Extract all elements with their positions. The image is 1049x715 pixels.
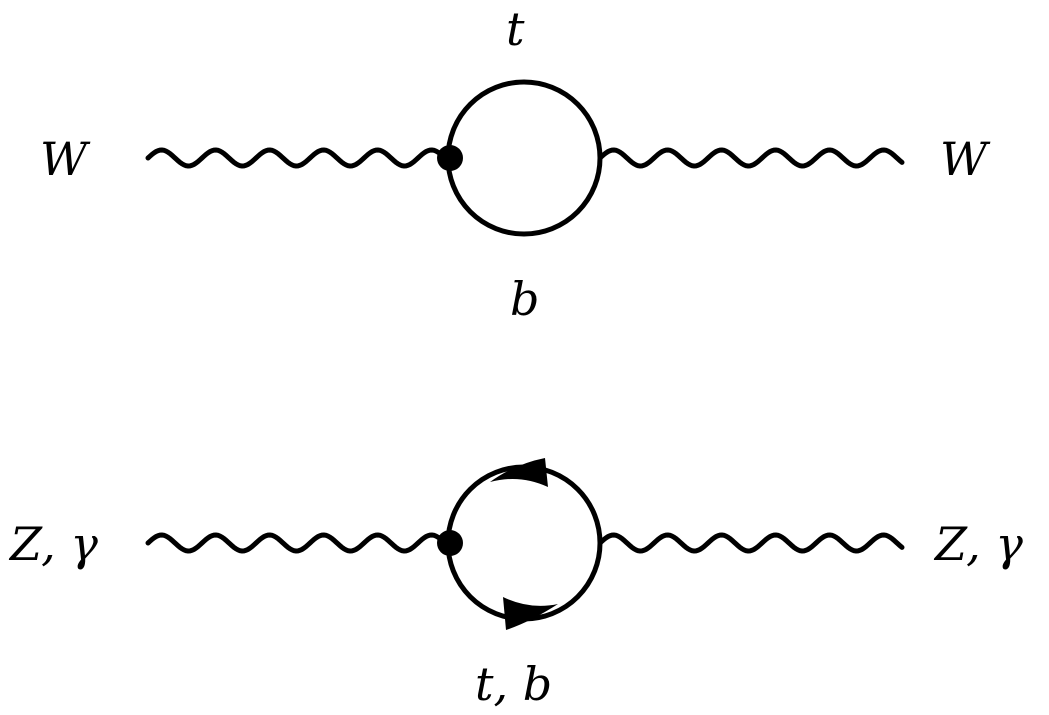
arrow-bottom-icon (503, 597, 558, 630)
left-boson-line (145, 147, 449, 169)
right-label: W (940, 132, 991, 186)
left-boson-line (145, 532, 449, 554)
fermion-loop (445, 464, 603, 622)
right-boson-line (597, 532, 905, 554)
top-label: t (506, 2, 525, 56)
vertex-dot (437, 145, 463, 171)
diagram-w-loop: W W t b (40, 2, 991, 326)
vertex-dot (437, 530, 463, 556)
right-boson-line (597, 147, 905, 169)
left-label: W (40, 132, 91, 186)
bottom-label: b (510, 272, 539, 326)
bottom-label: t, b (475, 657, 552, 711)
fermion-loop (445, 79, 603, 237)
diagram-z-gamma-loop: Z, γ Z, γ t, b (8, 458, 1023, 711)
left-label: Z, γ (8, 517, 98, 571)
right-label: Z, γ (933, 517, 1023, 571)
arrow-top-icon (490, 458, 548, 487)
